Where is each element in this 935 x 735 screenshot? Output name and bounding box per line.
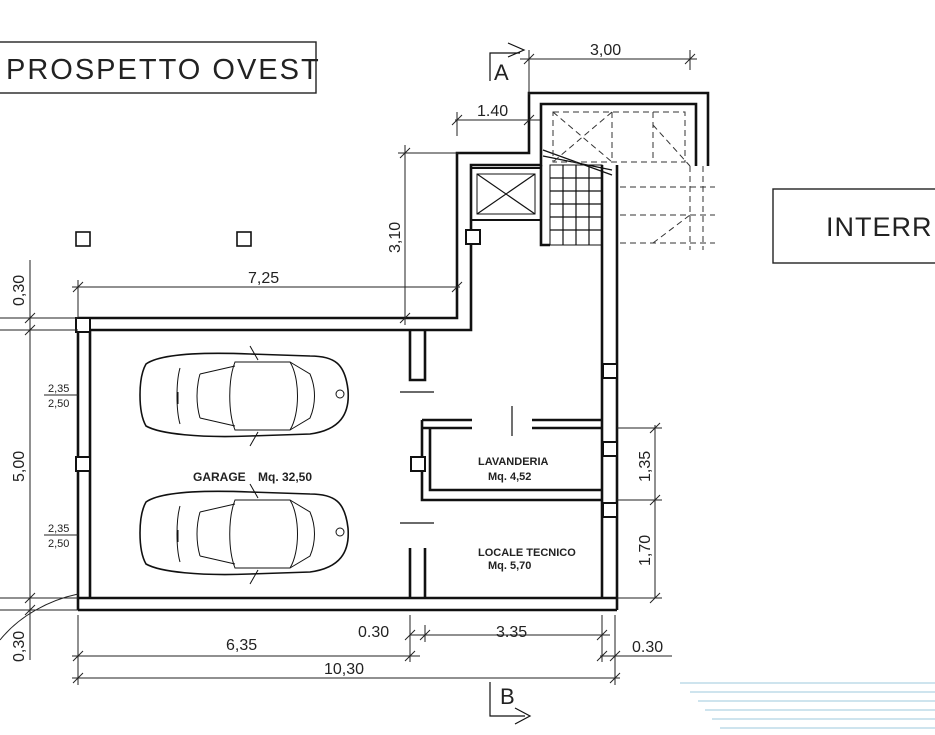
dim-bottom-right-wall: 0.30 [632, 639, 663, 656]
elevation-title-box: PROSPETTO OVEST [0, 41, 321, 94]
dim-stair-width: 3,00 [590, 42, 621, 59]
lavanderia-label: LAVANDERIA [478, 456, 549, 468]
section-marker-b: B [489, 682, 532, 725]
elevator-shaft [470, 167, 542, 221]
dim-bay2-a: 2,35 [48, 523, 69, 535]
elevation-title: PROSPETTO OVEST [6, 54, 321, 86]
dim-bay1-b: 2,50 [48, 398, 69, 410]
dimension-lines [0, 50, 697, 685]
dim-garage-depth: 5,00 [11, 451, 28, 482]
car-2 [139, 483, 350, 585]
dim-bay2-b: 2,50 [48, 538, 69, 550]
locale-tecnico-area: Mq. 5,70 [488, 560, 531, 572]
dimension-texts: 3,00 1.40 3,10 7,25 0,30 5,00 2,35 2,50 … [11, 42, 663, 678]
dim-stair-height: 3,10 [387, 222, 404, 253]
room-labels: GARAGE Mq. 32,50 LAVANDERIA Mq. 4,52 LOC… [193, 456, 576, 572]
dim-top-wall: 0,30 [11, 275, 28, 306]
lavanderia-area: Mq. 4,52 [488, 471, 531, 483]
interrato-title-box: INTERR [772, 188, 935, 264]
faint-hatching [680, 682, 935, 729]
car-1 [139, 345, 350, 447]
dim-bottom-left: 6,35 [226, 637, 257, 654]
dim-total-width: 10,30 [324, 661, 364, 678]
dim-garage-width: 7,25 [248, 270, 279, 287]
dim-bottom-right: 3.35 [496, 624, 527, 641]
dim-locale-depth: 1,70 [637, 535, 654, 566]
interrato-title: INTERR [826, 212, 933, 242]
section-b-label: B [500, 684, 515, 709]
dim-bottom-wall: 0,30 [11, 631, 28, 662]
dim-lavanderia-depth: 1,35 [637, 451, 654, 482]
dim-bay1-a: 2,35 [48, 383, 69, 395]
section-marker-a: A [489, 42, 526, 85]
dim-bottom-mid-wall: 0.30 [358, 624, 389, 641]
interior-partitions [400, 330, 602, 598]
garage-label: GARAGE [193, 470, 246, 484]
dim-stair-offset: 1.40 [477, 103, 508, 120]
pillars [75, 229, 618, 518]
garage-area: Mq. 32,50 [258, 470, 312, 484]
section-a-label: A [494, 60, 509, 85]
locale-tecnico-label: LOCALE TECNICO [478, 547, 576, 559]
staircase [542, 111, 715, 250]
